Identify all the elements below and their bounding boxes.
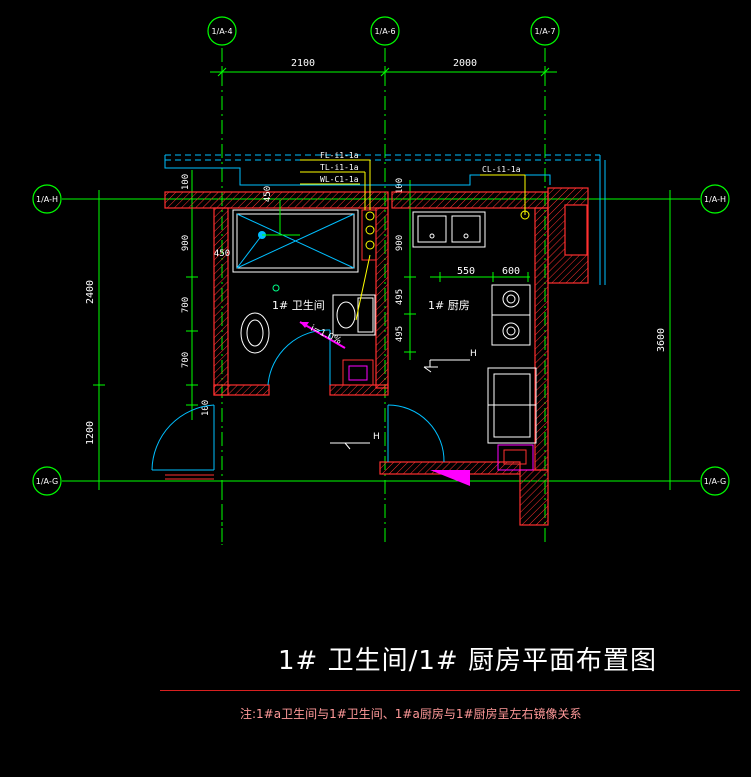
dim-left-inner-5: 100: [201, 400, 211, 416]
dim-right-outer: 3600: [656, 328, 667, 352]
slope-marker: [299, 321, 346, 349]
title-underline: [160, 690, 740, 691]
dim-mid-4: 495: [395, 326, 405, 342]
dim-left-inner-1: 100: [181, 174, 191, 190]
dim-counter-2: 600: [502, 266, 520, 277]
kitchen-fixtures: [412, 211, 537, 471]
left-outer-dimension: [93, 190, 105, 490]
dim-mid-2: 900: [395, 235, 405, 251]
axis-label-top-3: 1/A-7: [534, 27, 555, 36]
pipe-label-wl: WL-C1-1a: [320, 175, 359, 184]
height-mark-kitchen: H: [470, 349, 477, 359]
pipe-label-fl: FL-i1-1a: [320, 151, 359, 160]
dim-mid-3: 495: [395, 289, 405, 305]
walls: [164, 187, 589, 526]
dim-left-inner-3: 700: [181, 297, 191, 313]
dim-top-1: 2100: [291, 58, 315, 69]
dim-top-2: 2000: [453, 58, 477, 69]
axis-label-left-1: 1/A-H: [36, 195, 58, 204]
drawing-title: 1# 卫生间/1# 厨房平面布置图: [278, 646, 657, 676]
room-label-bathroom: 1# 卫生间: [272, 298, 325, 312]
dim-left-inner-2: 900: [181, 235, 191, 251]
dim-left-outer-2: 1200: [85, 421, 96, 445]
dim-left-outer-1: 2400: [85, 280, 96, 304]
dim-left-inner-4: 700: [181, 352, 191, 368]
dim-shower-2: 450: [214, 249, 230, 259]
axis-label-top-2: 1/A-6: [374, 27, 395, 36]
axis-label-right-1: 1/A-H: [704, 195, 726, 204]
doors: [151, 404, 445, 471]
axis-bubbles: [32, 16, 730, 496]
right-outer-dimension: [664, 190, 676, 490]
top-dimension: [210, 66, 557, 78]
shower: [232, 200, 359, 292]
dim-mid-1: 100: [395, 178, 405, 194]
room-label-kitchen: 1# 厨房: [428, 299, 470, 312]
pipe-label-cl: CL-i1-1a: [482, 165, 521, 174]
dim-shower-1: 450: [263, 186, 273, 202]
slope-label: i=1.0%: [309, 324, 343, 347]
drawing-note: 注:1#a卫生间与1#卫生间、1#a厨房与1#厨房呈左右镜像关系: [240, 707, 582, 721]
pipe-label-tl: TL-i1-1a: [320, 163, 359, 172]
dim-counter-1: 550: [457, 266, 475, 277]
mid-dimension: [404, 180, 416, 360]
height-mark-corridor: H: [373, 432, 380, 442]
height-marks: [330, 359, 470, 450]
axis-label-top-1: 1/A-4: [211, 27, 232, 36]
pipe-risers: [300, 159, 530, 321]
top-service-lines: [164, 154, 606, 285]
axis-label-left-2: 1/A-G: [36, 477, 58, 486]
door-threshold: [165, 470, 470, 486]
counter-dimension: [430, 272, 530, 282]
axis-label-right-2: 1/A-G: [704, 477, 726, 486]
